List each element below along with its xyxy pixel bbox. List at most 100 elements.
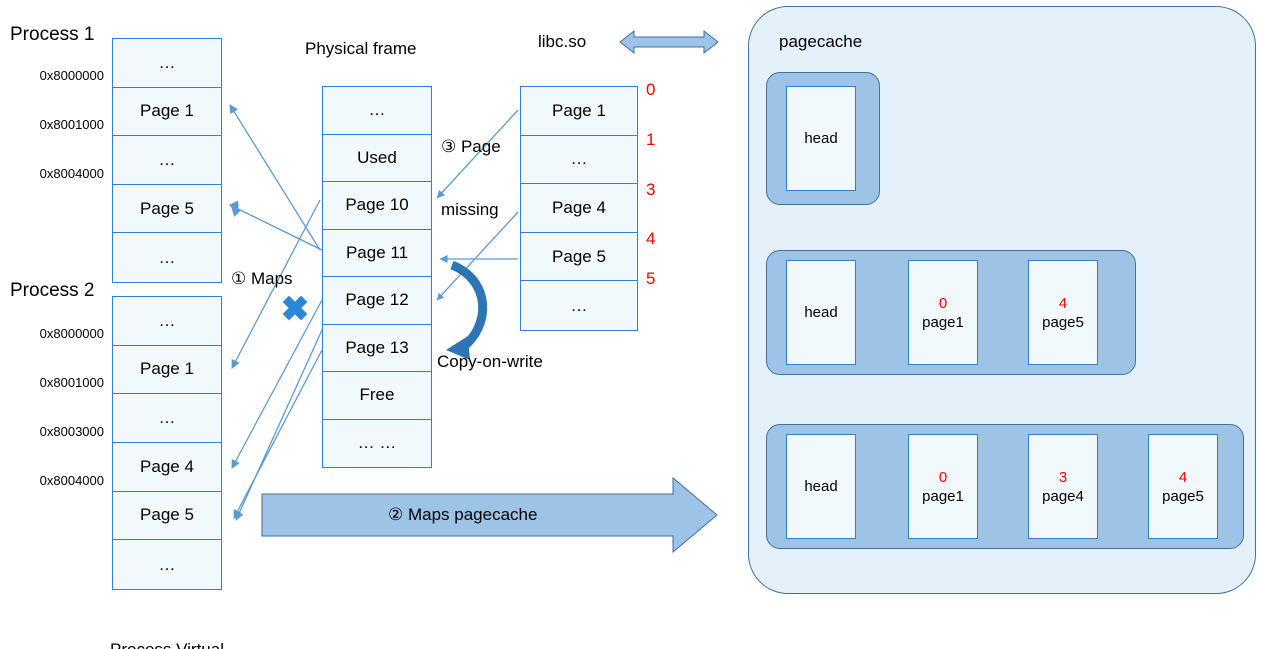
copy-on-write-label: Copy-on-write — [437, 352, 543, 371]
physical-frame-title: Physical frame — [305, 39, 417, 58]
cross-out-mark — [282, 295, 308, 321]
cell-label: Free — [359, 385, 395, 405]
pagecache-row3-node-page1: 0 page1 — [908, 434, 978, 539]
cell-label: … — [570, 295, 588, 315]
physical-frame-cell-6: Free — [323, 372, 431, 420]
cell-label: … — [158, 247, 176, 267]
process1-cell-0: … — [113, 39, 221, 88]
pagecache-row2-node-page5: 4 page5 — [1028, 260, 1098, 365]
process2-title: Process 2 — [10, 280, 95, 301]
process2-cell-1: Page 1 — [113, 345, 221, 395]
process1-cell-1: Page 1 — [113, 87, 221, 137]
libc-cell-0: Page 1 — [521, 87, 637, 136]
process2-cell-0: … — [113, 297, 221, 346]
cell-label: Page 4 — [140, 456, 194, 476]
node-index: 3 — [1058, 468, 1068, 486]
pagecache-row3-node-page4: 3 page4 — [1028, 434, 1098, 539]
pagecache-row2-node-page1: 0 page1 — [908, 260, 978, 365]
cell-label: Used — [357, 147, 397, 167]
pagecache-row1-node-head: head — [786, 86, 856, 191]
process1-cell-3: Page 5 — [113, 184, 221, 234]
cell-label: Page 5 — [140, 505, 194, 525]
process2-address-3: 0x8004000 — [39, 473, 104, 488]
pagecache-row3-node-head: head — [786, 434, 856, 539]
process1-cell-2: … — [113, 136, 221, 185]
libc-cell-4: … — [521, 281, 637, 330]
maps-annotation: ① Maps — [231, 269, 293, 288]
physical-frame-cell-0: … — [323, 87, 431, 135]
cell-label: … — [158, 52, 176, 72]
physical-frame-cell-3: Page 11 — [323, 229, 431, 277]
cell-label: … … — [357, 433, 397, 453]
cell-label: … — [158, 149, 176, 169]
node-name: page5 — [1162, 487, 1204, 505]
libc-cell-3: Page 5 — [521, 232, 637, 282]
libc-cell-1: … — [521, 135, 637, 185]
libc-index-2: 3 — [646, 180, 656, 199]
cell-label: … — [158, 310, 176, 330]
process2-cell-2: … — [113, 394, 221, 443]
copy-on-write-arrow — [450, 260, 488, 352]
node-index: 4 — [1178, 468, 1188, 486]
process2-address-0: 0x8000000 — [39, 326, 104, 341]
libc-memory-column: Page 1 … Page 4 Page 5 … — [520, 86, 638, 331]
process2-cell-4: Page 5 — [113, 491, 221, 541]
caption-line-1: Process Virtual — [87, 640, 247, 649]
node-name: page4 — [1042, 487, 1084, 505]
cell-label: Page 1 — [552, 100, 606, 120]
node-index: 4 — [1058, 294, 1068, 312]
cell-label: Page 10 — [345, 195, 409, 215]
pagecache-row3-node-page5: 4 page5 — [1148, 434, 1218, 539]
physical-frame-cell-5: Page 13 — [323, 324, 431, 372]
process2-cell-5: … — [113, 540, 221, 589]
cell-label: … — [158, 554, 176, 574]
cell-label: Page 11 — [345, 242, 409, 262]
process1-memory-column: … Page 1 … Page 5 … — [112, 38, 222, 283]
node-index: 0 — [938, 294, 948, 312]
process1-title: Process 1 — [10, 24, 95, 45]
physical-frame-cell-1: Used — [323, 134, 431, 182]
page-missing-line-1: ③ Page — [441, 137, 501, 156]
cell-label: Page 4 — [552, 197, 606, 217]
process1-address-0: 0x8000000 — [39, 68, 104, 83]
cell-label: Page 1 — [140, 359, 194, 379]
libc-cell-2: Page 4 — [521, 184, 637, 233]
libc-index-1: 1 — [646, 130, 656, 149]
page-missing-line-2: missing — [441, 200, 499, 219]
cell-label: Page 13 — [345, 337, 409, 357]
libc-index-4: 5 — [646, 269, 656, 288]
physical-frame-cell-4: Page 12 — [323, 277, 431, 325]
node-name: head — [804, 304, 838, 321]
pagecache-title: pagecache — [779, 32, 863, 51]
process2-address-2: 0x8003000 — [39, 424, 104, 439]
pagecache-row2-node-head: head — [786, 260, 856, 365]
cell-label: Page 1 — [140, 101, 194, 121]
node-name: page1 — [922, 313, 964, 331]
page-missing-annotation: ③ Page missing — [441, 94, 501, 262]
process2-cell-3: Page 4 — [113, 442, 221, 492]
cell-label: … — [368, 100, 386, 120]
process1-address-2: 0x8004000 — [39, 166, 104, 181]
node-index: 0 — [938, 468, 948, 486]
node-name: head — [804, 130, 838, 147]
libc-title: libc.so — [538, 32, 587, 51]
cell-label: … — [158, 408, 176, 428]
libc-bidirectional-arrow — [619, 29, 719, 55]
process2-memory-column: … Page 1 … Page 4 Page 5 … — [112, 296, 222, 590]
cell-label: … — [570, 149, 588, 169]
cell-label: Page 5 — [140, 198, 194, 218]
libc-index-0: 0 — [646, 80, 656, 99]
node-name: head — [804, 478, 838, 495]
maps-pagecache-label: ② Maps pagecache — [388, 505, 538, 524]
process1-address-1: 0x8001000 — [39, 117, 104, 132]
cell-label: Page 12 — [345, 290, 409, 310]
libc-index-3: 4 — [646, 229, 656, 248]
process2-address-1: 0x8001000 — [39, 375, 104, 390]
physical-frame-cell-2: Page 10 — [323, 182, 431, 230]
process1-cell-4: … — [113, 233, 221, 282]
cell-label: Page 5 — [552, 246, 606, 266]
node-name: page1 — [922, 487, 964, 505]
process-virtual-space-caption: Process Virtual Space — [87, 600, 247, 649]
